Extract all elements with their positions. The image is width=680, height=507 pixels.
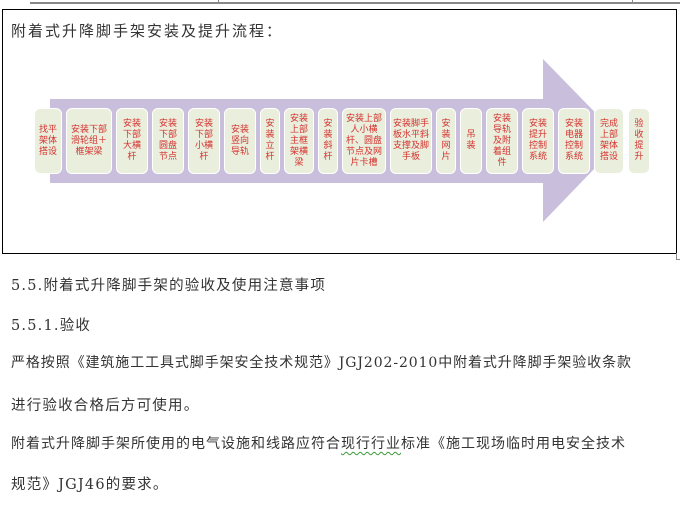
process-step: 验收提升 xyxy=(628,108,650,174)
process-step: 安装脚手板水平斜支撑及脚手板 xyxy=(390,108,432,174)
table-top-border xyxy=(30,2,680,4)
flowchart-title: 附着式升降脚手架安装及提升流程： xyxy=(11,22,284,40)
table-column-separator xyxy=(218,0,219,4)
paragraph-1-line-1: 严格按照《建筑施工工具式脚手架安全技术规范》JGJ202-2010中附着式升降脚… xyxy=(11,355,632,371)
process-step: 安装电器控制系统 xyxy=(558,108,590,174)
table-column-separator xyxy=(632,0,633,4)
process-step: 安装斜杆 xyxy=(318,108,338,174)
paragraph-2-line-2: 规范》JGJ46的要求。 xyxy=(11,477,169,493)
process-step: 安装下部圆盘节点 xyxy=(152,108,184,174)
subsection-heading: 5.5.1.验收 xyxy=(11,318,92,334)
process-step: 找平架体搭设 xyxy=(34,108,62,174)
process-step: 安装提升控制系统 xyxy=(522,108,554,174)
paragraph-2-text-a: 附着式升降脚手架所使用的电气设施和线路应符合 xyxy=(11,436,341,452)
table-corner-marker xyxy=(676,253,680,260)
process-step: 安装下部大横杆 xyxy=(116,108,148,174)
section-heading: 5.5.附着式升降脚手架的验收及使用注意事项 xyxy=(11,278,327,294)
process-step: 安装下部小横杆 xyxy=(188,108,220,174)
process-step: 吊装 xyxy=(460,108,482,174)
process-step: 安装下部滑轮组＋框架梁 xyxy=(66,108,112,174)
paragraph-2-text-b: 标准《施工现场临时用电安全技术 xyxy=(401,436,626,452)
process-step: 安装导轨及附着组件 xyxy=(486,108,518,174)
process-step: 安装网片 xyxy=(436,108,456,174)
flowchart-frame xyxy=(2,9,677,254)
process-step: 完成上部架体搭设 xyxy=(594,108,624,174)
paragraph-1-line-2: 进行验收合格后方可使用。 xyxy=(11,398,200,414)
process-step: 安装竖向导轨 xyxy=(224,108,256,174)
grammar-flagged-text[interactable]: 现行行业 xyxy=(341,436,401,452)
process-step: 安装立杆 xyxy=(260,108,280,174)
process-step: 安装上部主框架横梁 xyxy=(284,108,314,174)
paragraph-2-line-1: 附着式升降脚手架所使用的电气设施和线路应符合现行行业标准《施工现场临时用电安全技… xyxy=(11,433,626,453)
process-steps: 找平架体搭设安装下部滑轮组＋框架梁安装下部大横杆安装下部圆盘节点安装下部小横杆安… xyxy=(34,108,650,174)
process-step: 安装上部人小横杆、圆盘节点及网片卡槽 xyxy=(342,108,386,174)
